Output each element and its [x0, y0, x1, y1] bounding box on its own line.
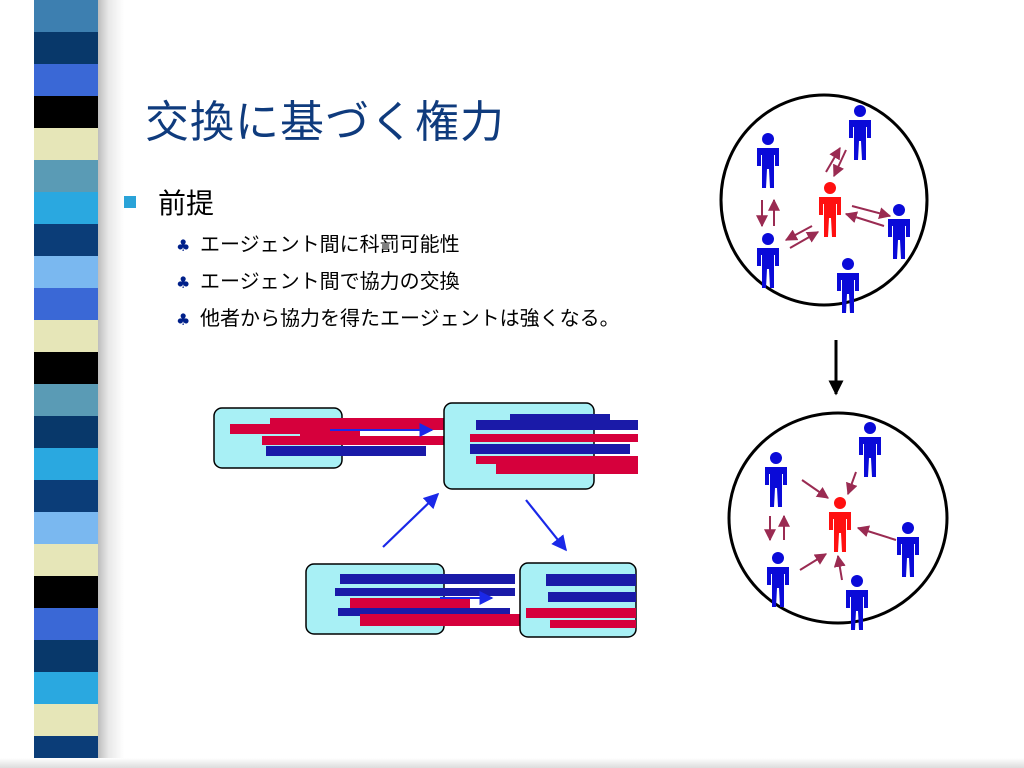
person-icon — [757, 133, 779, 188]
stripe-block — [34, 96, 98, 128]
flow-arrow-2 — [382, 492, 440, 548]
stripe-block — [34, 32, 98, 64]
person-icon — [897, 522, 919, 577]
stripe-block — [34, 288, 98, 320]
person-icon — [837, 258, 859, 313]
square-bullet-icon — [124, 196, 136, 208]
stripe-block — [34, 480, 98, 512]
relation-arrow — [851, 205, 892, 220]
stripe-block — [34, 192, 98, 224]
person-icon — [757, 233, 779, 288]
bullet-premise-text: 前提 — [158, 187, 215, 220]
person-icon — [765, 452, 787, 507]
flow-arrow-3 — [525, 499, 567, 552]
person-icon — [819, 182, 841, 237]
decorative-stripe — [34, 0, 98, 768]
exchange-box-4 — [519, 562, 637, 638]
relation-arrow — [833, 554, 846, 581]
bottom-shade — [0, 758, 1024, 768]
bullet-premise: 前提 — [124, 182, 214, 222]
stripe-block — [34, 704, 98, 736]
stripe-block — [34, 224, 98, 256]
stripe-shadow — [98, 0, 124, 768]
relation-arrow — [844, 211, 885, 227]
relation-arrow — [784, 225, 813, 241]
stripe-block — [34, 416, 98, 448]
club-bullet-icon: ♣ — [176, 310, 191, 329]
person-icon — [849, 105, 871, 160]
stripe-block — [34, 0, 98, 32]
stripe-block — [34, 544, 98, 576]
stripe-block — [34, 256, 98, 288]
network-before-circle — [719, 93, 929, 307]
slide-title: 交換に基づく権力 — [145, 97, 505, 148]
stripe-block — [34, 128, 98, 160]
stripe-block — [34, 64, 98, 96]
exchange-box-1 — [213, 407, 452, 469]
relation-arrow — [846, 471, 858, 496]
stripe-block — [34, 512, 98, 544]
subbullet-punishment-text: エージェント間に科罰可能性 — [200, 232, 460, 256]
relation-arrow — [801, 479, 829, 499]
stripe-block — [34, 576, 98, 608]
network-after-circle — [727, 411, 949, 625]
person-icon — [846, 575, 868, 630]
subbullet-punishment: ♣ エージェント間に科罰可能性 — [176, 228, 460, 257]
person-icon — [859, 422, 881, 477]
person-icon — [767, 552, 789, 607]
stripe-block — [34, 352, 98, 384]
relation-arrow — [833, 149, 847, 178]
stripe-block — [34, 448, 98, 480]
stripe-block — [34, 640, 98, 672]
exchange-box-2 — [443, 402, 638, 490]
stripe-block — [34, 160, 98, 192]
person-icon — [829, 497, 851, 552]
relation-arrow — [856, 525, 897, 541]
subbullet-stronger: ♣ 他者から協力を得たエージェントは強くなる。 — [176, 302, 620, 331]
subbullet-exchange: ♣ エージェント間で協力の交換 — [176, 265, 460, 294]
relation-arrow — [799, 553, 828, 571]
club-bullet-icon: ♣ — [176, 273, 191, 292]
relation-arrow — [789, 231, 820, 249]
exchange-box-3 — [305, 563, 520, 635]
stripe-block — [34, 672, 98, 704]
stripe-block — [34, 384, 98, 416]
subbullet-exchange-text: エージェント間で協力の交換 — [200, 269, 460, 293]
person-icon — [888, 204, 910, 259]
club-bullet-icon: ♣ — [176, 236, 191, 255]
stripe-block — [34, 320, 98, 352]
relation-arrow — [825, 146, 841, 173]
subbullet-stronger-text: 他者から協力を得たエージェントは強くなる。 — [200, 306, 620, 330]
stripe-block — [34, 608, 98, 640]
